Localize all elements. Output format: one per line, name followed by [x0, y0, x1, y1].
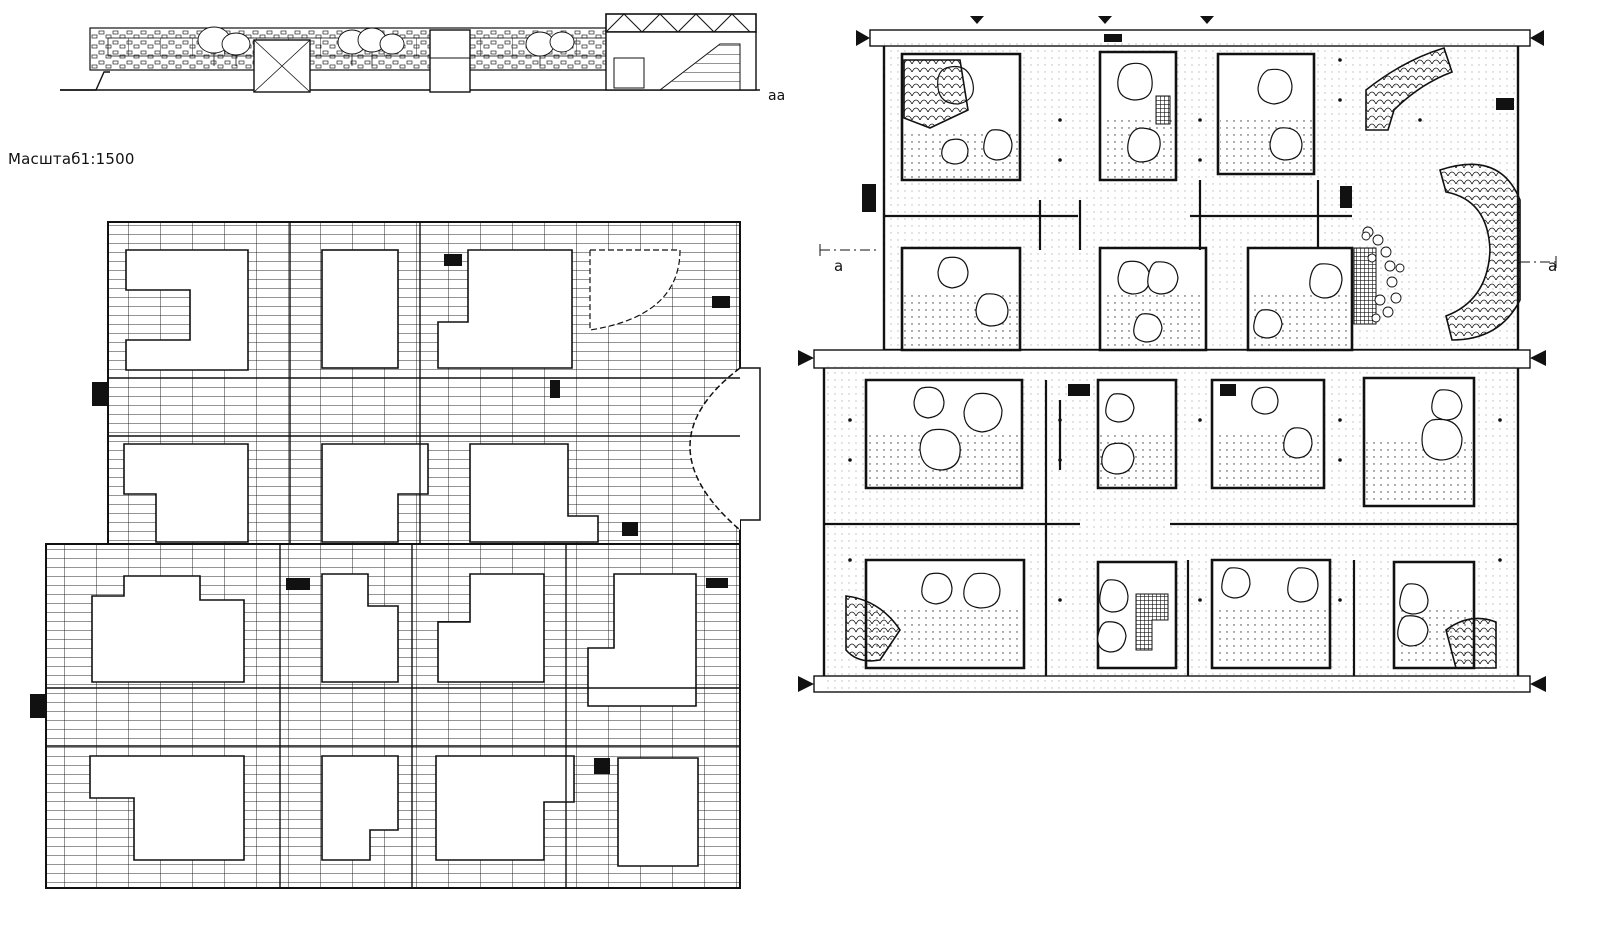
stairs: [862, 34, 1514, 396]
section-cut-line: [819, 244, 1557, 268]
amphitheatres: [845, 47, 1521, 669]
scale-label: Масштаб1:1500: [8, 150, 135, 168]
tree-canopies: [913, 62, 1463, 653]
interior-walls: [824, 180, 1518, 676]
roof-plan: [30, 221, 761, 889]
section-cut-label-right: a: [1548, 257, 1558, 275]
hatched-blocks: [1135, 95, 1377, 651]
section-label: aa: [768, 88, 786, 104]
columns: [848, 58, 1502, 602]
tree-cluster: [1361, 226, 1405, 323]
entry-arrows: [798, 16, 1546, 692]
section-cut-label-left: a: [834, 257, 844, 275]
roof-courtyards: [89, 249, 699, 867]
floor-plan: [798, 16, 1557, 693]
section-elevation: [60, 13, 760, 93]
